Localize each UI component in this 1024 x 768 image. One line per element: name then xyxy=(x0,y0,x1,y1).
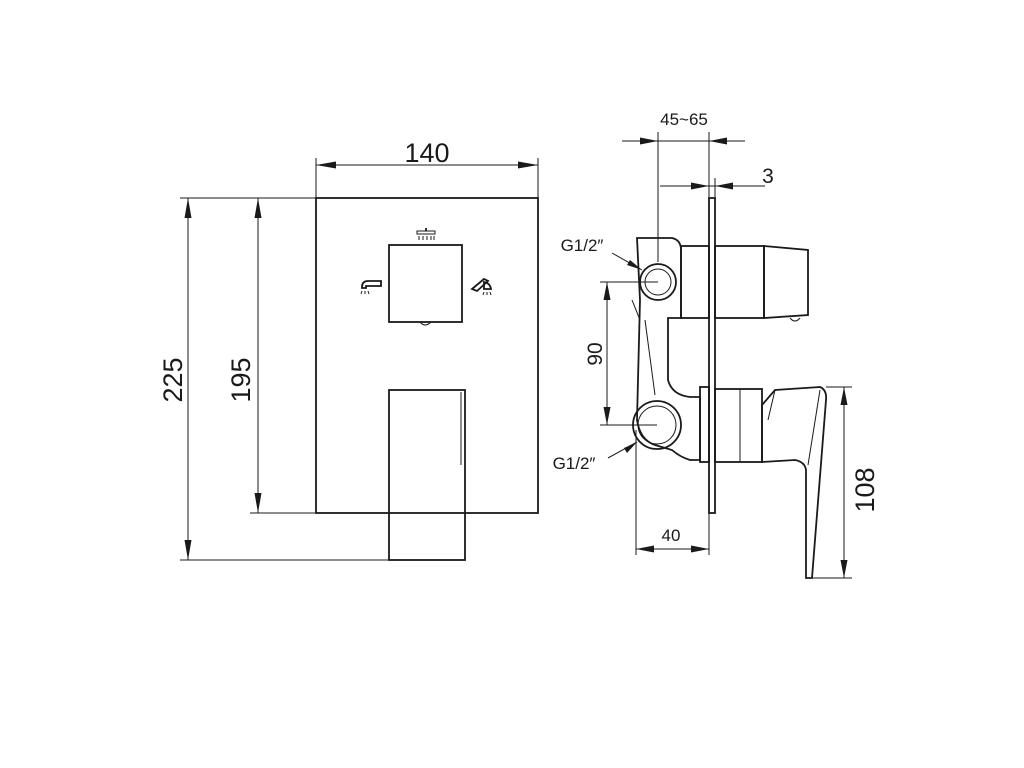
diverter-cartridge xyxy=(680,245,710,319)
dimension-40: 40 xyxy=(635,430,710,555)
front-view: 140 225 195 xyxy=(158,138,539,561)
dimension-3: 3 xyxy=(660,165,774,198)
depth-range-label: 45~65 xyxy=(660,110,708,129)
inlet-bottom-label: G1/2″ xyxy=(553,454,596,473)
width-label: 140 xyxy=(404,138,449,168)
dimension-108: 108 xyxy=(812,386,880,579)
mixing-cartridge xyxy=(699,386,710,463)
handle-height-label: 108 xyxy=(850,467,880,512)
inlet-spacing-label: 90 xyxy=(584,342,607,365)
callout-inlet-bottom: G1/2″ xyxy=(553,441,638,473)
lever-handle xyxy=(388,389,466,561)
outer-height-label: 225 xyxy=(158,357,188,402)
showerhead-icon xyxy=(416,228,436,240)
lever-handle-profile xyxy=(761,386,828,579)
dimension-225: 225 xyxy=(158,197,389,561)
inlet-top-label: G1/2″ xyxy=(561,236,604,255)
body-depth-label: 40 xyxy=(662,526,681,545)
callout-inlet-top: G1/2″ xyxy=(561,236,643,271)
plate-thickness-label: 3 xyxy=(762,165,774,188)
dimension-45-65: 45~65 xyxy=(622,110,745,262)
dimension-140: 140 xyxy=(315,138,539,198)
valve-body xyxy=(636,237,701,461)
cover-plate xyxy=(315,197,539,514)
plate-height-label: 195 xyxy=(226,357,256,402)
hand-shower-icon xyxy=(470,277,493,296)
bath-spout-icon xyxy=(360,280,382,295)
side-view: 45~65 3 G1/2″ G1/2″ 9 xyxy=(553,110,880,579)
diverter-knob xyxy=(388,244,463,323)
dimension-90: 90 xyxy=(584,281,658,426)
dimension-195: 195 xyxy=(226,198,316,514)
wall-plate xyxy=(708,197,716,514)
